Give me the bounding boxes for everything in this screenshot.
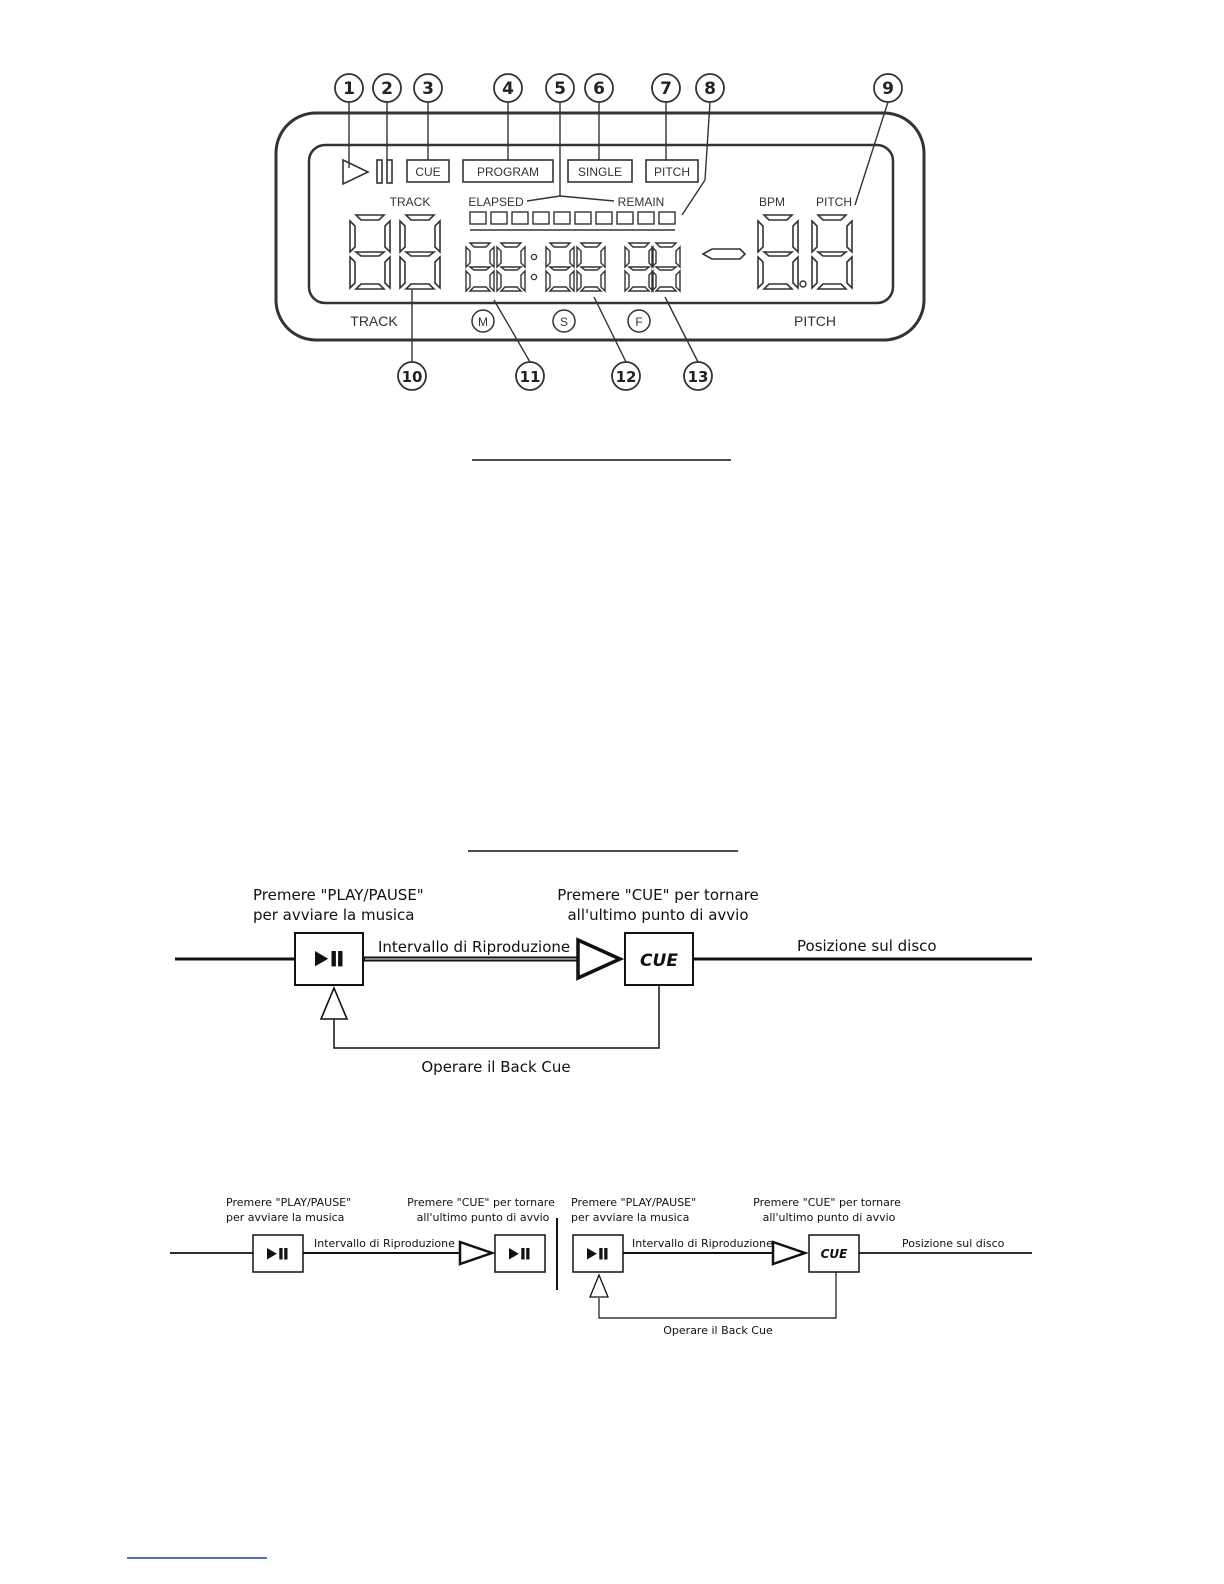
position-bar-meter (469, 211, 676, 231)
bar-meter-segment (553, 211, 571, 225)
right-position-label: Posizione sul disco (902, 1237, 1005, 1250)
program-indicator: PROGRAM (477, 165, 539, 179)
play-indicator-icon (342, 158, 370, 186)
callout-number: 8 (704, 79, 716, 99)
track-digit (399, 214, 441, 290)
cue-caption-line2: all'ultimo punto di avvio (567, 906, 748, 924)
callout-number: 2 (381, 79, 393, 99)
remain-label: REMAIN (618, 195, 665, 209)
lcd-inner-frame (307, 143, 895, 305)
right-back-cue-arrow-icon (589, 1273, 609, 1298)
bar-meter-segment (616, 211, 634, 225)
cue-diagram-comparison: Premere "PLAY/PAUSE" per avviare la musi… (170, 1196, 1032, 1337)
back-cue-label: Operare il Back Cue (421, 1058, 570, 1076)
right-play-caption-line2: per avviare la musica (571, 1211, 689, 1224)
playback-arrow-icon (576, 937, 625, 981)
pitch-label-bottom: PITCH (794, 313, 836, 329)
bar-meter-segment (469, 211, 487, 225)
elapsed-label: ELAPSED (468, 195, 524, 209)
second-digit (576, 242, 606, 292)
right-interval-label: Intervallo di Riproduzione (632, 1237, 773, 1250)
pitch-indicator: PITCH (654, 165, 690, 179)
left-cue-caption-line2: all'ultimo punto di avvio (417, 1211, 550, 1224)
bar-meter-segment (574, 211, 592, 225)
play-pause-button (294, 932, 364, 986)
callout-number: 4 (502, 79, 514, 99)
pitch-digit (757, 214, 799, 290)
pause-indicator-icon-bar2 (386, 159, 393, 184)
callout-number: 3 (422, 79, 434, 99)
right-playback-arrow-icon (771, 1240, 809, 1266)
right-back-cue-label: Operare il Back Cue (663, 1324, 773, 1337)
callout-number: 12 (616, 368, 637, 386)
track-label-bottom: TRACK (350, 313, 398, 329)
bpm-label: BPM (759, 195, 785, 209)
frame-digit (651, 242, 681, 292)
cue-button (624, 932, 694, 986)
left-playback-arrow-icon (458, 1240, 496, 1266)
play-caption-line1: Premere "PLAY/PAUSE" (253, 886, 424, 904)
single-indicator: SINGLE (578, 165, 622, 179)
left-cue-caption-line1: Premere "CUE" per tornare (407, 1196, 555, 1209)
cue-caption-line1: Premere "CUE" per tornare (557, 886, 758, 904)
right-cue-caption-line1: Premere "CUE" per tornare (753, 1196, 901, 1209)
minute-digit (465, 242, 495, 292)
bar-meter-segment (532, 211, 550, 225)
track-digit (349, 214, 391, 290)
frame-digit (624, 242, 654, 292)
seconds-unit: S (560, 315, 568, 329)
right-cue-button-label: CUE (821, 1247, 849, 1261)
bar-meter-segment (658, 211, 676, 225)
callout-number: 7 (660, 79, 672, 99)
pitch-digit (811, 214, 853, 290)
right-cue-caption-line2: all'ultimo punto di avvio (763, 1211, 896, 1224)
callout-number: 5 (554, 79, 566, 99)
callout-number: 1 (343, 79, 355, 99)
left-play-pause-button-2 (494, 1234, 546, 1273)
callout-number: 13 (688, 368, 709, 386)
bar-meter-segment (637, 211, 655, 225)
callout-number: 9 (882, 79, 894, 99)
callout-number: 11 (520, 368, 541, 386)
bar-meter-segment (595, 211, 613, 225)
bar-meter-segment (511, 211, 529, 225)
pause-indicator-icon (376, 159, 383, 184)
minutes-unit: M (478, 315, 488, 329)
callout-leaders (348, 101, 889, 363)
back-cue-diagram: Premere "PLAY/PAUSE" per avviare la musi… (175, 886, 1032, 1076)
right-play-pause-button (572, 1234, 624, 1273)
callout-number: 6 (593, 79, 605, 99)
play-caption-line2: per avviare la musica (253, 906, 415, 924)
right-play-caption-line1: Premere "PLAY/PAUSE" (571, 1196, 696, 1209)
second-digit (545, 242, 575, 292)
interval-label: Intervallo di Riproduzione (378, 938, 570, 956)
left-play-caption-line1: Premere "PLAY/PAUSE" (226, 1196, 351, 1209)
left-play-pause-button (252, 1234, 304, 1273)
bar-meter-segment (490, 211, 508, 225)
frames-unit: F (635, 315, 642, 329)
track-label-top: TRACK (390, 195, 431, 209)
back-cue-arrow-icon (319, 985, 349, 1020)
cue-indicator: CUE (415, 165, 440, 179)
position-label: Posizione sul disco (797, 937, 937, 955)
pitch-label-top: PITCH (816, 195, 852, 209)
lcd-outer-frame (274, 111, 926, 342)
cue-button-label: CUE (640, 951, 678, 971)
minute-digit (496, 242, 526, 292)
callout-number: 10 (402, 368, 423, 386)
left-play-caption-line2: per avviare la musica (226, 1211, 344, 1224)
left-interval-label: Intervallo di Riproduzione (314, 1237, 455, 1250)
